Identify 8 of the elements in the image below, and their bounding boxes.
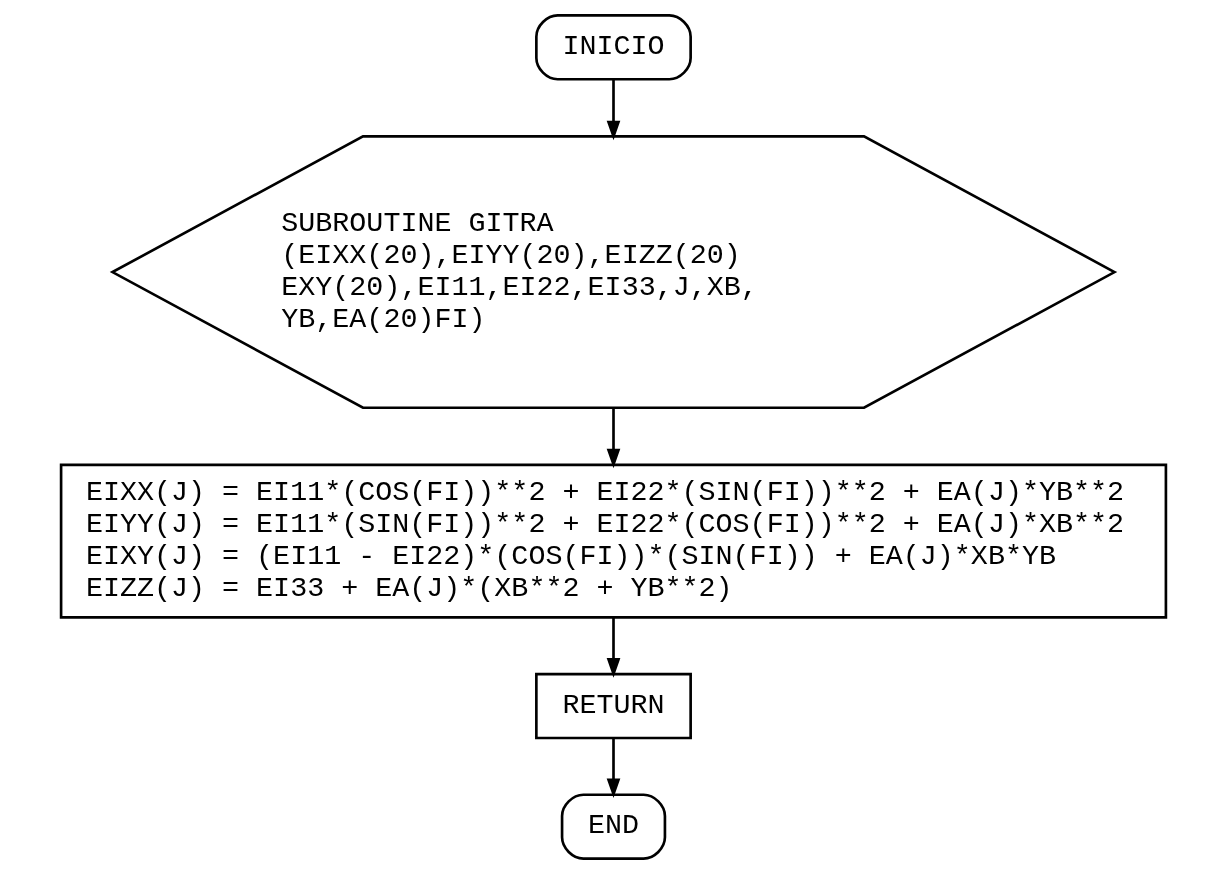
node-box: END — [560, 793, 667, 860]
arrow — [606, 79, 621, 141]
node-box: EIXX(J) = EI11*(COS(FI))**2 + EI22*(SIN(FI))**2 + EA(J)*YB**2 EIYY(J) = EI11*(SIN(FI))**2 + EI22*(COS(FI))**2 + EA(J)*XB**2 EIXY(J) = (EI11 - EI22)*(COS(FI))*(SIN(FI)) + EA(J)*XB*YB EIZZ(J) = EI33 + EA(J)*(XB**2 + YB**2) — [59, 463, 1168, 619]
node-box: RETURN — [535, 672, 692, 740]
arrow — [606, 617, 621, 678]
arrow — [606, 738, 621, 798]
node-box: INICIO — [535, 14, 692, 81]
arrow — [606, 408, 621, 469]
